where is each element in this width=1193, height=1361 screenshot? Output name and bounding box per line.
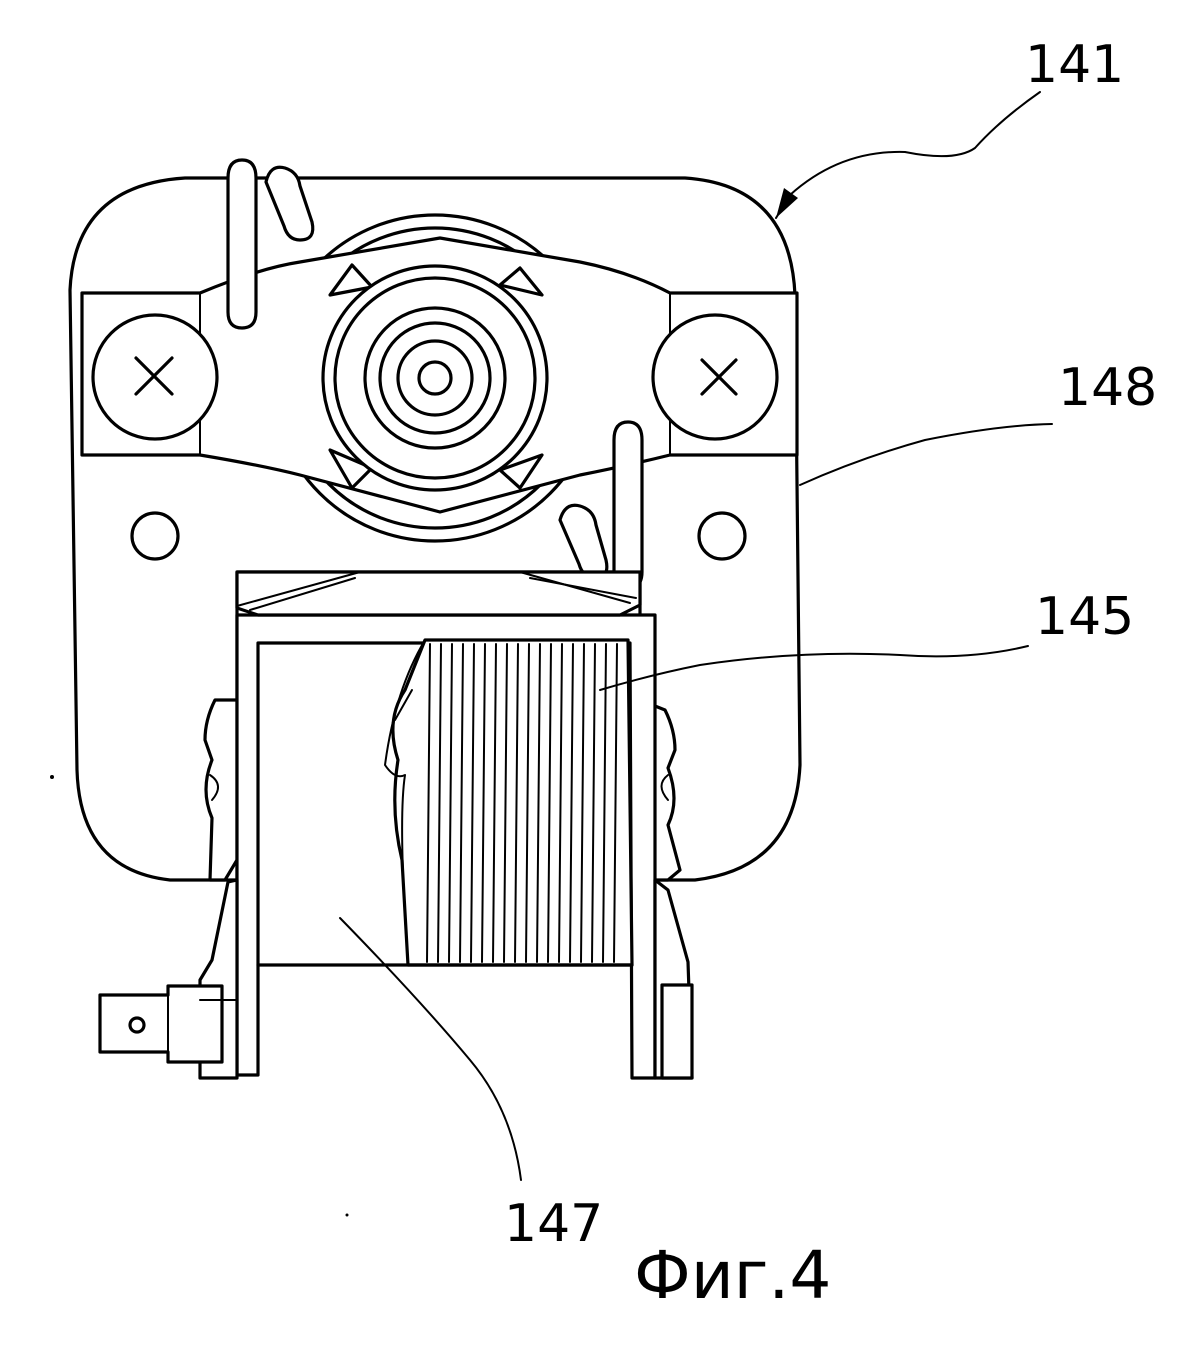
- terminal: [98, 984, 224, 1064]
- bobbin-lug: [660, 774, 669, 801]
- coil-wire-line: [547, 643, 552, 963]
- label-145: 145: [1035, 587, 1134, 647]
- bearing-tab: [498, 266, 544, 297]
- coil-wire-line: [437, 643, 442, 963]
- wire-clip: [226, 158, 258, 330]
- bearing-tab: [328, 448, 374, 490]
- right-foot: [660, 983, 694, 1080]
- coil-wire-line: [448, 643, 453, 963]
- coil-wire-line: [525, 643, 530, 963]
- label-147: 147: [504, 1194, 603, 1254]
- bearing-tab: [498, 453, 544, 490]
- leader-141-arrow: [776, 188, 798, 218]
- coil-wire-line: [602, 643, 607, 963]
- bearing-outer: [321, 264, 549, 492]
- leader-141: [775, 91, 1041, 219]
- terminal-hole: [128, 1016, 146, 1034]
- coil-wire-line: [536, 643, 541, 963]
- bobbin-lug: [209, 774, 219, 801]
- leader-147: [339, 917, 522, 1181]
- coil-wire-line: [591, 643, 596, 963]
- left-screw-icon: [134, 356, 174, 396]
- bobbin-top-wedge: [235, 570, 642, 617]
- coil-wire-line: [459, 643, 464, 963]
- bearing-ring: [333, 276, 537, 480]
- bearing-tab: [328, 263, 374, 297]
- coil-wire-line: [492, 643, 497, 963]
- coil-wire-line: [580, 643, 585, 963]
- coil-winding-lines: [426, 643, 618, 963]
- scan-dot: [345, 1213, 349, 1217]
- coil-wire-line: [569, 643, 574, 963]
- frame-hole-right: [697, 511, 747, 561]
- label-141: 141: [1025, 35, 1124, 95]
- frame-hole-left: [130, 511, 180, 561]
- shaft: [396, 339, 474, 417]
- wire-clip: [264, 165, 315, 242]
- shaft-center: [417, 360, 453, 396]
- coil-wire-line: [503, 643, 508, 963]
- coil-wire-line: [470, 643, 475, 963]
- right-screw-icon: [700, 358, 738, 396]
- coil-wire-line: [426, 643, 431, 963]
- scan-dot: [50, 775, 54, 779]
- bobbin-left-flange: [203, 698, 239, 882]
- figure-caption: Фиг.4: [634, 1237, 831, 1314]
- wire-clip: [612, 420, 644, 590]
- coil-wire-line: [481, 643, 486, 963]
- bobbin-body: [235, 613, 657, 1080]
- label-148: 148: [1058, 358, 1157, 418]
- bearing-ring: [363, 306, 507, 450]
- right-screw-boss: [651, 313, 779, 441]
- coil-wire-line: [558, 643, 563, 963]
- coil-wire-line: [613, 643, 618, 963]
- coil-wire-line: [514, 643, 519, 963]
- leader-148: [799, 423, 1053, 486]
- leader-145: [599, 645, 1029, 691]
- bearing-ring: [378, 321, 492, 435]
